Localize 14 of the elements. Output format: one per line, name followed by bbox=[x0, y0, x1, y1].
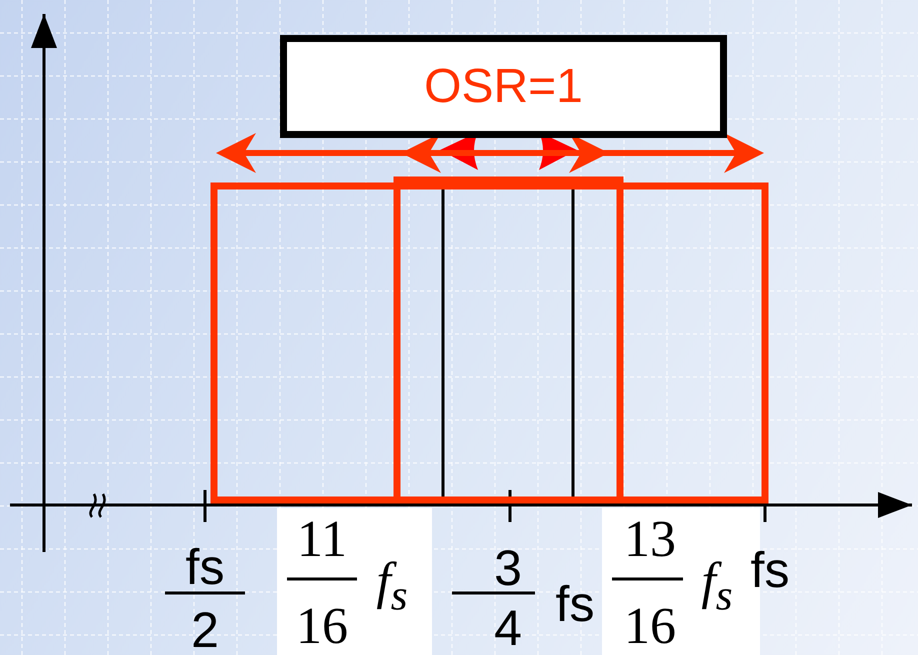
axis-tick-label: fs bbox=[750, 545, 790, 595]
axis-tick-label: 13 bbox=[624, 514, 676, 566]
axis-tick-label: fs bbox=[186, 542, 224, 592]
axis-tick-label: 11 bbox=[296, 514, 348, 566]
axis-tick-label: fs bbox=[556, 579, 594, 629]
axis-tick-label: 4 bbox=[494, 603, 522, 653]
axis-tick-label: 16 bbox=[624, 601, 676, 653]
title-box bbox=[280, 35, 727, 138]
axis-tick-label: f$_{s}$ bbox=[701, 556, 733, 618]
axis-tick-label: f$_{s}$ bbox=[376, 556, 408, 618]
axis-tick-label: 16 bbox=[296, 601, 348, 653]
axis-tick-label: 3 bbox=[494, 543, 522, 593]
axis-tick-label: 2 bbox=[191, 605, 219, 655]
box-label: OSR=1 bbox=[424, 59, 583, 114]
